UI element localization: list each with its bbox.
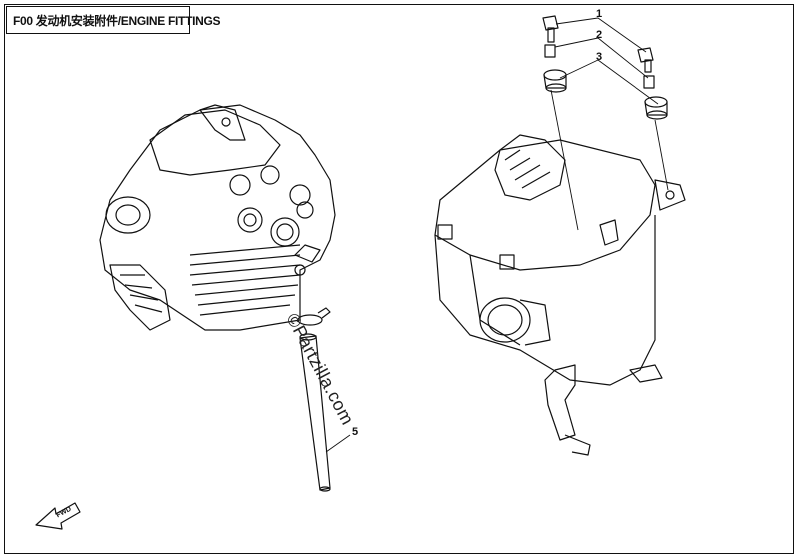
title-box: F00 发动机安装附件/ENGINE FITTINGS xyxy=(6,6,221,34)
callout-1: 1 xyxy=(596,8,603,20)
callout-2: 2 xyxy=(596,29,603,41)
drawing-frame xyxy=(4,4,794,554)
callout-5: 5 xyxy=(352,426,359,438)
diagram-title: F00 发动机安装附件/ENGINE FITTINGS xyxy=(13,14,221,28)
fwd-arrow xyxy=(35,502,81,530)
leader-lines xyxy=(325,17,669,453)
air-box-assembly xyxy=(434,134,686,456)
callout-3: 3 xyxy=(596,51,603,63)
fastener-set xyxy=(542,15,668,120)
breather-hose xyxy=(297,307,331,492)
engine-assembly xyxy=(99,104,336,331)
